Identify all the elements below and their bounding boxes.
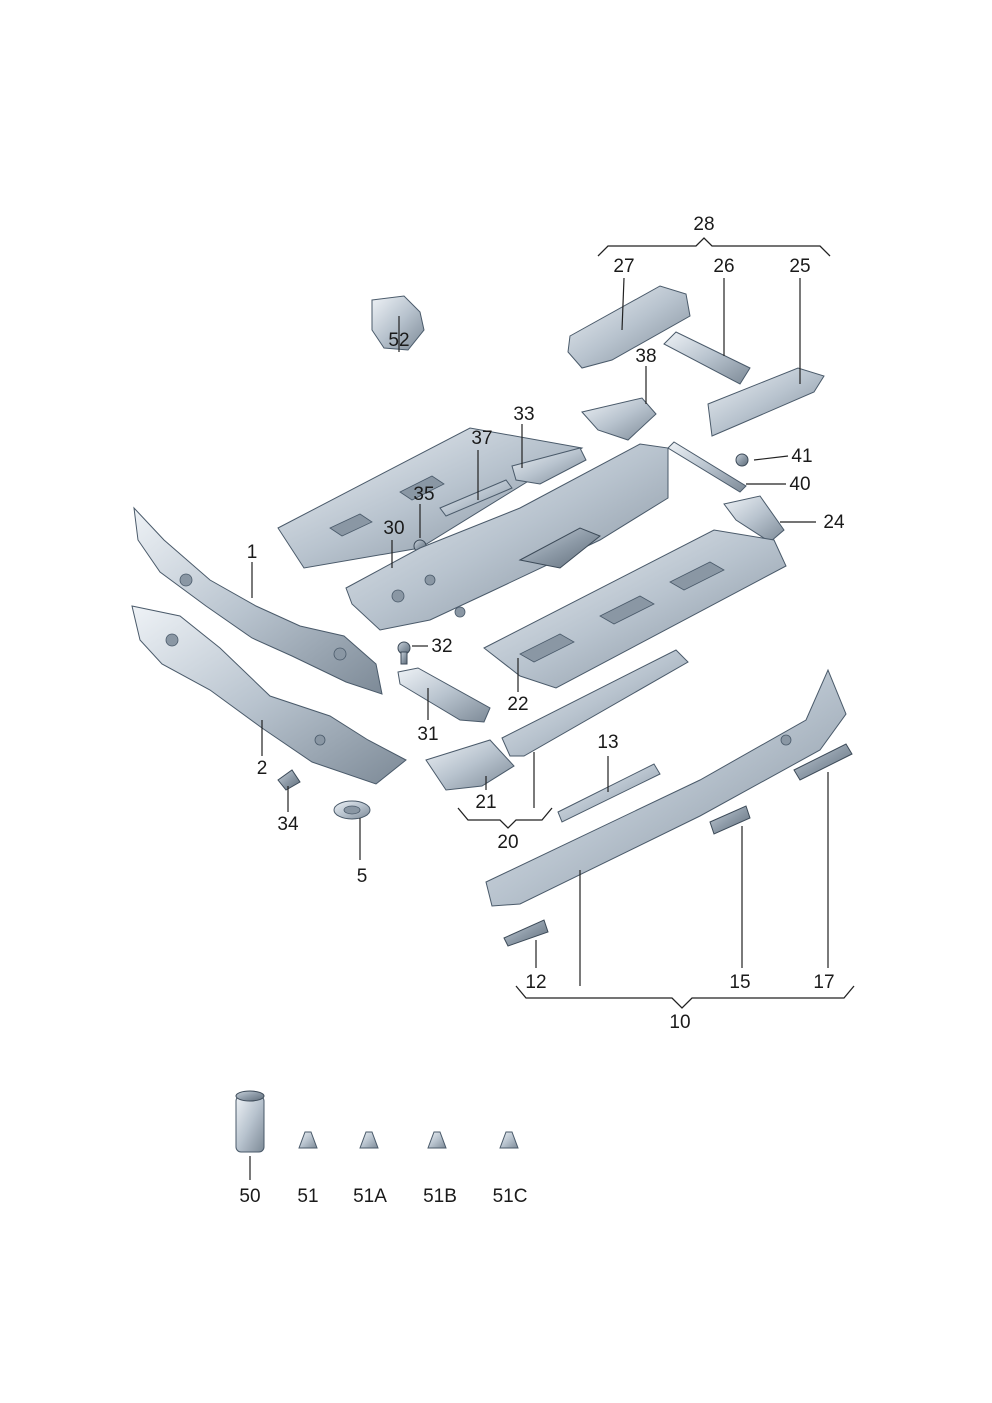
label-34: 34	[277, 814, 299, 835]
part-38-bracket	[581, 397, 657, 441]
part-21-bracket	[425, 739, 515, 791]
label-40: 40	[789, 474, 810, 495]
part-5-grommet	[333, 800, 371, 820]
label-17: 17	[813, 972, 834, 993]
part-37-strap	[439, 479, 513, 517]
label-41: 41	[791, 446, 812, 467]
part-12-clip	[503, 919, 549, 947]
part-2-bulkhead-lower	[131, 605, 407, 785]
leader-lines	[249, 277, 829, 1180]
part-41-nut	[735, 453, 749, 467]
label-52: 52	[388, 330, 409, 351]
label-51b: 51B	[423, 1186, 457, 1207]
part-51a-plug	[359, 1131, 379, 1149]
label-26: 26	[713, 256, 734, 277]
label-35: 35	[413, 484, 434, 505]
part-15-clip	[709, 805, 751, 835]
label-32: 32	[431, 636, 452, 657]
label-33: 33	[513, 404, 534, 425]
label-30: 30	[383, 518, 404, 539]
label-31: 31	[417, 724, 438, 745]
label-38: 38	[635, 346, 656, 367]
part-51c-plug	[499, 1131, 519, 1149]
label-51c: 51C	[493, 1186, 528, 1207]
part-1-bulkhead-upper	[133, 506, 383, 695]
label-51a: 51A	[353, 1186, 387, 1207]
part-32-bolt	[397, 641, 411, 665]
part-51-plug	[298, 1131, 318, 1149]
label-15: 15	[729, 972, 750, 993]
part-34-clip	[277, 769, 301, 791]
part-13-strip	[557, 763, 661, 823]
label-10: 10	[669, 1012, 690, 1033]
label-27: 27	[613, 256, 634, 277]
label-51: 51	[297, 1186, 318, 1207]
part-51b-plug	[427, 1131, 447, 1149]
label-2: 2	[257, 758, 268, 779]
label-20: 20	[497, 832, 518, 853]
part-17-clip	[793, 743, 853, 781]
part-52-bracket	[371, 295, 425, 351]
part-25-bracket	[707, 367, 825, 437]
part-22-rear-floor	[483, 529, 787, 689]
part-30-tunnel	[345, 443, 669, 631]
label-25: 25	[789, 256, 810, 277]
part-31-bracket	[397, 667, 491, 723]
part-front-floor-upper	[277, 427, 584, 569]
label-1: 1	[247, 542, 258, 563]
label-12: 12	[525, 972, 546, 993]
label-13: 13	[597, 732, 618, 753]
part-27-crossmember	[567, 285, 691, 369]
part-10-sill	[485, 668, 847, 907]
label-24: 24	[823, 512, 845, 533]
labels: 52 28 27 26 25 38 33 37 35 30 1 41 40 24…	[239, 214, 845, 1207]
part-33-bracket	[511, 447, 587, 485]
part-50-sealant	[235, 1090, 265, 1153]
label-37: 37	[471, 428, 492, 449]
part-40-strip	[667, 441, 747, 493]
grouping-brackets	[457, 237, 855, 1009]
part-26-rail	[663, 331, 751, 385]
label-5: 5	[357, 866, 368, 887]
label-28: 28	[693, 214, 714, 235]
label-50: 50	[239, 1186, 260, 1207]
part-24-plate	[723, 495, 785, 543]
label-21: 21	[475, 792, 496, 813]
label-22: 22	[507, 694, 528, 715]
part-20-side-member	[501, 649, 689, 757]
